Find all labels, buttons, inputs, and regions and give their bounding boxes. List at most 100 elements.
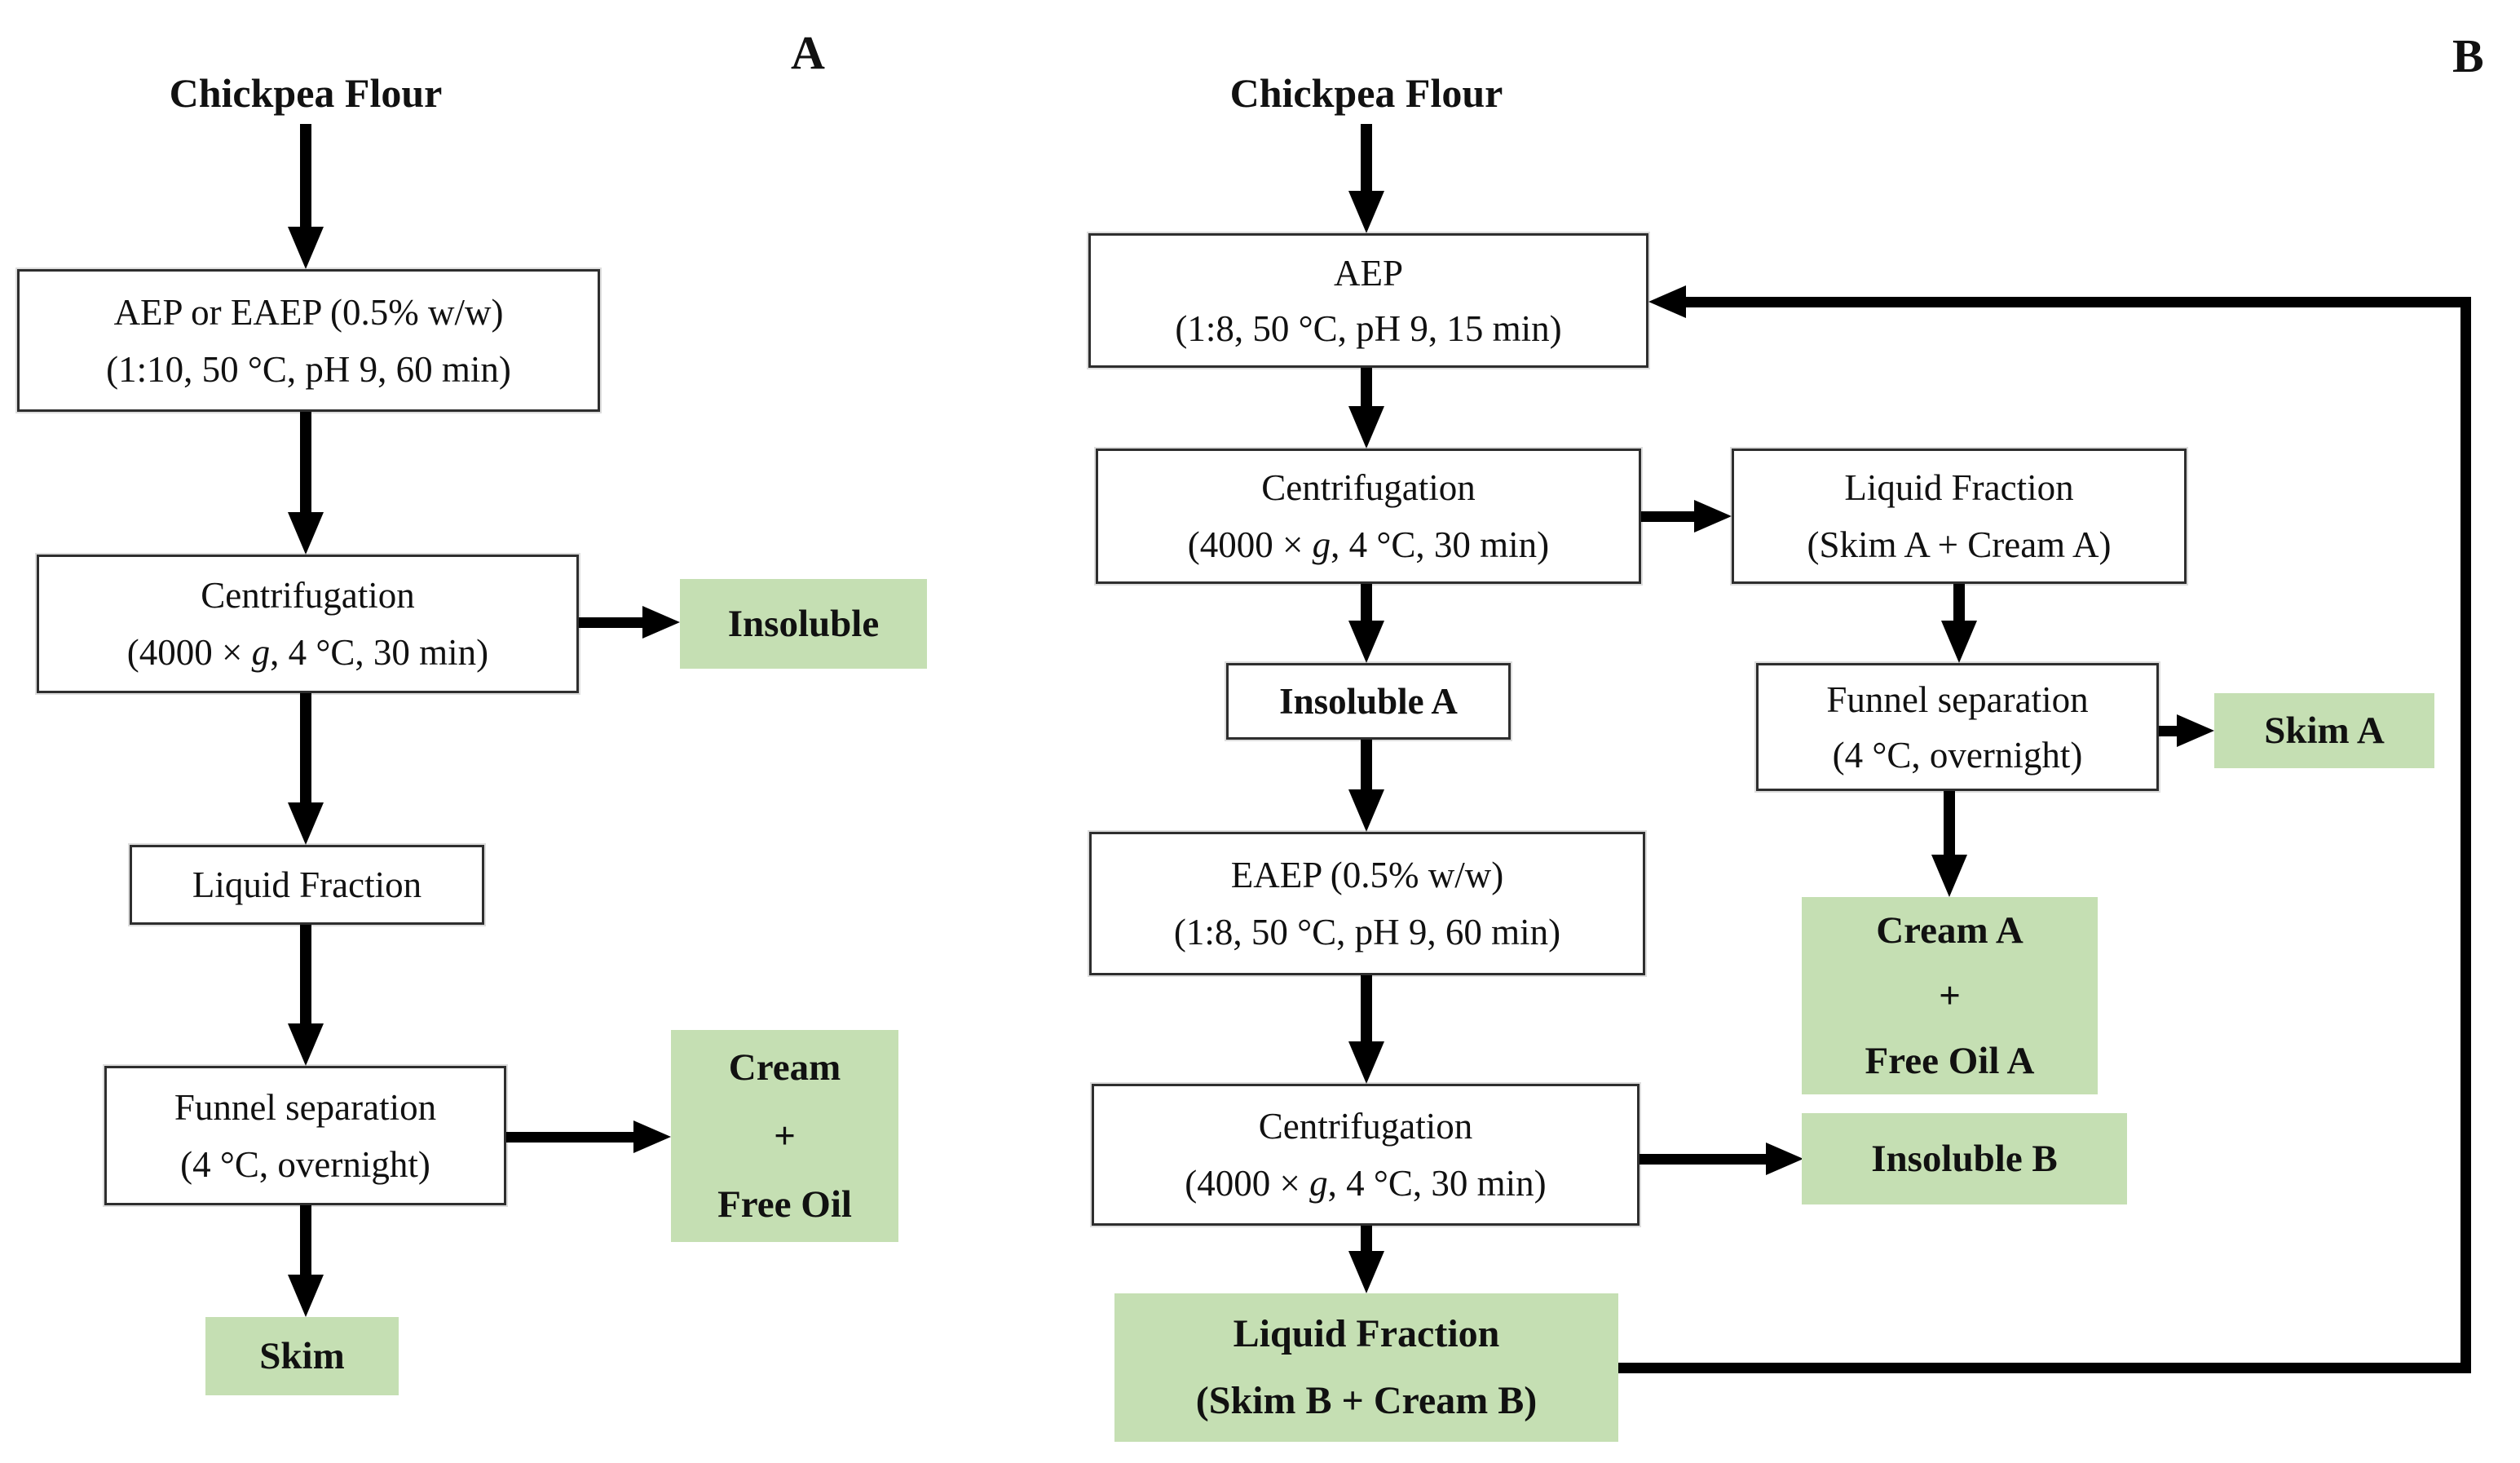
node-b-centrifugation2-line1: Centrifugation xyxy=(1258,1106,1473,1147)
feedback-loop-vertical-segment xyxy=(2460,297,2471,1373)
centrifugation-params-suffix: , 4 °C, 30 min) xyxy=(1327,1163,1547,1204)
arrow-a-funnel-to-cream-shaft xyxy=(506,1132,633,1143)
node-b-centrifugation-2: Centrifugation (4000 × g, 4 °C, 30 min) xyxy=(1092,1084,1640,1226)
arrow-a-flour-to-aep-shaft xyxy=(300,124,311,227)
centrifugation-params-suffix: , 4 °C, 30 min) xyxy=(270,632,489,673)
node-a-skim: Skim xyxy=(205,1317,399,1395)
node-b-centrifugation1-line1: Centrifugation xyxy=(1261,467,1476,508)
arrow-b-liquidA-to-funnel-shaft xyxy=(1953,584,1965,621)
node-b-centrifugation-1: Centrifugation (4000 × g, 4 °C, 30 min) xyxy=(1096,449,1641,584)
panel-b-label: B xyxy=(2452,29,2484,82)
node-b-skim-a: Skim A xyxy=(2214,693,2434,768)
panel-a-source-title: Chickpea Flour xyxy=(169,70,443,116)
node-a-funnel-separation: Funnel separation (4 °C, overnight) xyxy=(104,1066,506,1205)
centrifugation-params-prefix: (4000 × xyxy=(1187,524,1313,565)
arrow-a-centrifugation-to-liquid-shaft xyxy=(300,693,311,802)
node-b-insoluble-b: Insoluble B xyxy=(1802,1113,2127,1204)
arrow-b-funnel-to-skimA-shaft xyxy=(2159,726,2177,736)
arrow-b-centrifugation1-to-insolubleA-shaft xyxy=(1361,584,1372,621)
centrifugation-g-symbol: g xyxy=(1312,524,1331,565)
panel-b-source-title: Chickpea Flour xyxy=(1229,70,1503,116)
node-b-cream-a-line2: + xyxy=(1939,975,1961,1017)
centrifugation-params-prefix: (4000 × xyxy=(1185,1163,1310,1204)
arrow-b-centrifugation2-to-liquidB-head xyxy=(1348,1251,1384,1293)
node-a-liquid-fraction: Liquid Fraction xyxy=(130,845,484,925)
node-a-cream-free-oil: Cream + Free Oil xyxy=(671,1030,898,1242)
node-b-liquid-a-line1: Liquid Fraction xyxy=(1844,467,2074,508)
feedback-loop-top-segment xyxy=(1686,297,2471,307)
centrifugation-params-prefix: (4000 × xyxy=(126,632,252,673)
centrifugation-g-symbol: g xyxy=(1309,1163,1328,1204)
arrow-b-centrifugation2-to-insolubleB-head xyxy=(1766,1143,1803,1175)
node-b-eaep-line1: EAEP (0.5% w/w) xyxy=(1230,855,1504,895)
node-b-insoluble-b-label: Insoluble B xyxy=(1871,1138,2058,1180)
node-a-centrifugation: Centrifugation (4000 × g, 4 °C, 30 min) xyxy=(37,555,579,693)
node-b-funnel-separation: Funnel separation (4 °C, overnight) xyxy=(1756,663,2159,791)
node-b-skim-a-label: Skim A xyxy=(2264,709,2385,752)
node-a-insoluble-label: Insoluble xyxy=(727,603,880,645)
node-a-aep-line1: AEP or EAEP (0.5% w/w) xyxy=(113,291,504,333)
arrow-b-centrifugation2-to-insolubleB-shaft xyxy=(1640,1154,1766,1165)
arrow-a-centrifugation-to-insoluble-head xyxy=(642,606,680,639)
arrow-b-centrifugation1-to-insolubleA-head xyxy=(1348,621,1384,663)
node-a-centrifugation-line1: Centrifugation xyxy=(201,575,415,616)
node-b-liquid-b-line1: Liquid Fraction xyxy=(1233,1312,1500,1355)
node-b-centrifugation1-line2: (4000 × g, 4 °C, 30 min) xyxy=(1188,516,1549,573)
arrow-a-flour-to-aep-head xyxy=(288,227,324,269)
node-a-liquid-fraction-label: Liquid Fraction xyxy=(192,864,422,905)
arrow-a-funnel-to-cream-head xyxy=(633,1120,671,1153)
arrow-b-funnel-to-creamA-shaft xyxy=(1944,791,1955,855)
feedback-loop-arrow-head xyxy=(1648,285,1686,318)
node-b-cream-a-line1: Cream A xyxy=(1876,909,2024,952)
node-a-aep: AEP or EAEP (0.5% w/w) (1:10, 50 °C, pH … xyxy=(17,269,600,412)
node-a-skim-label: Skim xyxy=(259,1335,345,1377)
panel-a-label: A xyxy=(791,26,825,79)
centrifugation-g-symbol: g xyxy=(251,632,271,673)
arrow-b-centrifugation2-to-liquidB-shaft xyxy=(1361,1226,1372,1251)
arrow-b-insolubleA-to-eaep-shaft xyxy=(1361,740,1372,789)
node-b-cream-free-oil-a: Cream A + Free Oil A xyxy=(1802,897,2098,1094)
node-b-eaep-line2: (1:8, 50 °C, pH 9, 60 min) xyxy=(1173,912,1561,952)
node-b-liquid-a-line2: (Skim A + Cream A) xyxy=(1807,524,2112,565)
arrow-b-flour-to-aep-head xyxy=(1348,191,1384,233)
node-b-aep-line2: (1:8, 50 °C, pH 9, 15 min) xyxy=(1175,307,1562,349)
arrow-b-liquidA-to-funnel-head xyxy=(1941,621,1977,663)
node-b-cream-a-line3: Free Oil A xyxy=(1865,1040,2035,1082)
node-a-centrifugation-line2: (4000 × g, 4 °C, 30 min) xyxy=(127,624,488,681)
arrow-a-centrifugation-to-insoluble-shaft xyxy=(579,617,642,628)
node-a-cream-line2: + xyxy=(774,1115,796,1157)
node-b-centrifugation2-line2: (4000 × g, 4 °C, 30 min) xyxy=(1185,1155,1546,1212)
arrow-a-liquid-to-funnel-shaft xyxy=(300,925,311,1023)
arrow-b-centrifugation1-to-liquidA-head xyxy=(1694,500,1732,533)
arrow-b-eaep-to-centrifugation2-shaft xyxy=(1361,975,1372,1041)
node-b-insoluble-a: Insoluble A xyxy=(1226,663,1511,740)
node-b-liquid-fraction-b: Liquid Fraction (Skim B + Cream B) xyxy=(1114,1293,1618,1442)
arrow-b-insolubleA-to-eaep-head xyxy=(1348,789,1384,832)
centrifugation-params-suffix: , 4 °C, 30 min) xyxy=(1331,524,1550,565)
arrow-b-funnel-to-creamA-head xyxy=(1931,855,1967,897)
node-b-funnel-line1: Funnel separation xyxy=(1826,678,2089,720)
node-b-aep-line1: AEP xyxy=(1333,252,1403,294)
node-a-insoluble: Insoluble xyxy=(680,579,927,669)
node-a-aep-line2: (1:10, 50 °C, pH 9, 60 min) xyxy=(106,348,511,390)
node-b-funnel-line2: (4 °C, overnight) xyxy=(1832,734,2083,776)
arrow-b-aep-to-centrifugation1-head xyxy=(1348,406,1384,449)
arrow-b-flour-to-aep-shaft xyxy=(1361,124,1372,191)
arrow-a-liquid-to-funnel-head xyxy=(288,1023,324,1066)
feedback-loop-bottom-segment xyxy=(1618,1363,2471,1373)
node-a-cream-line3: Free Oil xyxy=(717,1183,852,1226)
node-a-funnel-line2: (4 °C, overnight) xyxy=(180,1143,430,1185)
arrow-a-funnel-to-skim-shaft xyxy=(300,1205,311,1275)
arrow-a-aep-to-centrifugation-head xyxy=(288,512,324,555)
node-a-funnel-line1: Funnel separation xyxy=(174,1086,437,1128)
node-a-cream-line1: Cream xyxy=(728,1046,841,1089)
arrow-a-aep-to-centrifugation-shaft xyxy=(300,412,311,512)
node-b-eaep: EAEP (0.5% w/w) (1:8, 50 °C, pH 9, 60 mi… xyxy=(1089,832,1645,975)
node-b-insoluble-a-label: Insoluble A xyxy=(1279,681,1458,722)
arrow-b-aep-to-centrifugation1-shaft xyxy=(1361,368,1372,406)
node-b-aep: AEP (1:8, 50 °C, pH 9, 15 min) xyxy=(1088,233,1648,368)
node-b-liquid-b-line2: (Skim B + Cream B) xyxy=(1195,1379,1538,1422)
arrow-a-funnel-to-skim-head xyxy=(288,1275,324,1317)
arrow-b-eaep-to-centrifugation2-head xyxy=(1348,1041,1384,1084)
